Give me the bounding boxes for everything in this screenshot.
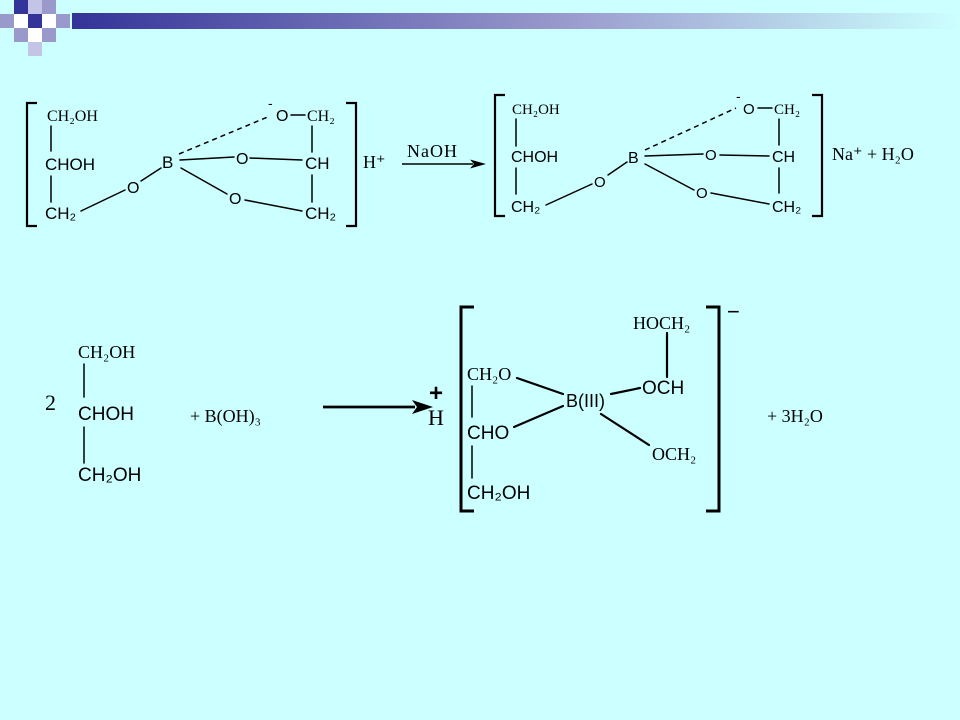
r2-glycerol-c1-label: CH₂OH [78, 342, 135, 362]
r1-product-left-c3-label: CH₂ [511, 199, 540, 216]
r1-reactant-anion-oxygen-label: O [276, 108, 288, 125]
r2-complex-bond-c2-boron [512, 404, 565, 429]
r2-glycerol-c3-label: CH₂OH [78, 465, 141, 486]
r2-complex-right-c2-label: OCH [642, 378, 684, 399]
r2-product: + H CH₂O CHO CH₂OH B(III) HOCH₂ OCH OCH₂… [428, 299, 823, 513]
r1-reactant-left-c1-label: CH₂OH [47, 108, 98, 125]
r1-arrow-head [470, 159, 486, 169]
r1-reactant-bond-oxygen-boron [140, 167, 162, 182]
r1-product-left-c1-label: CH₂OH [512, 102, 560, 118]
r2-complex-left-c3-label: CH₂OH [467, 483, 530, 504]
header-decor-square [14, 0, 28, 14]
r1-product-ring-oxygen-upper-label: O [705, 147, 717, 164]
r1-reactant-right-c2-label: CH [305, 154, 330, 173]
header-decor-square [42, 14, 56, 28]
r1-reactant-bond-boron-oxygen-lower [180, 167, 228, 195]
r1-product-dative-bond [644, 107, 737, 151]
r1-product-bond-oxygen-boron [607, 161, 628, 176]
r2-reactants: 2 CH₂OH CHOH CH₂OH + B(OH)₃ [45, 342, 261, 486]
r1-product-counter-ion-label: Na⁺ + H₂O [832, 144, 914, 164]
header-decor-square [28, 0, 42, 14]
r2-complex-left-c1-label: CH₂O [467, 364, 511, 384]
r1-reactant-ring-oxygen-lower-label: O [229, 191, 241, 208]
r2-complex-right-c1-label: HOCH₂ [633, 313, 690, 333]
r1-reactant-bond-boron-oxygen-upper [179, 156, 235, 161]
header-decoration [0, 0, 960, 56]
r1-reactant-right-bracket [346, 101, 358, 228]
r1-reactant-left-c2-label: CHOH [45, 155, 95, 174]
r2-complex-left-bracket [459, 305, 474, 513]
r2-complex-bond-c1-boron [515, 376, 565, 396]
r1-product-right-c3-label: CH₂ [772, 199, 801, 216]
header-decor-square [0, 14, 14, 28]
r1-product-complex: CH₂OH CHOH CH₂ O B - O CH₂ CH CH₂ O O Na… [493, 88, 914, 218]
r1-product-bond-oxygen-c2 [719, 154, 770, 157]
r2-complex-bond-boron-och [609, 386, 642, 396]
r2-proton-label: H [428, 405, 444, 430]
r1-reactant-bridge-oxygen-label: O [127, 180, 139, 197]
r1-reactant-charge-label: - [268, 95, 273, 111]
r2-reaction-arrow [323, 400, 433, 414]
header-decor-square [42, 0, 56, 14]
header-decor-square [28, 28, 42, 42]
r2-complex-right-c3-label: OCH₂ [652, 444, 696, 464]
r1-product-charge-label: - [736, 88, 741, 104]
r1-product-bond-boron-oxygen-upper [644, 153, 704, 157]
r2-coefficient-label: 2 [45, 390, 56, 415]
r1-reactant-right-c1-label: CH₂ [307, 108, 335, 125]
r1-product-ring-oxygen-lower-label: O [696, 185, 708, 202]
r1-product-anion-oxygen-label: O [743, 101, 755, 118]
r2-reagent-label: + B(OH)₃ [190, 406, 261, 427]
r2-proton-charge-label: + [429, 380, 443, 407]
r1-reaction-arrow: NaOH [402, 141, 486, 169]
r1-product-bridge-oxygen-label: O [594, 174, 606, 191]
header-decor-square [28, 42, 42, 56]
header-decor-square [56, 14, 70, 28]
r2-byproduct-label: + 3H₂O [767, 406, 823, 426]
r1-reactant-left-c3-label: CH₂ [45, 204, 76, 223]
r1-reagent-label: NaOH [407, 141, 458, 161]
r2-complex-boron-label: B(III) [566, 391, 605, 411]
r1-reactant-counter-ion-label: H⁺ [363, 152, 386, 172]
r1-product-boron-label: B [628, 150, 639, 167]
header-decor-square [42, 28, 56, 42]
r1-reactant-right-c3-label: CH₂ [305, 204, 336, 223]
r2-complex-left-c2-label: CHO [467, 423, 509, 444]
r2-glycerol-c2-label: CHOH [78, 404, 134, 425]
r1-product-bond-boron-oxygen-lower [644, 163, 695, 191]
header-decor-square [14, 28, 28, 42]
r2-complex-bond-boron-och2 [599, 412, 651, 447]
r1-reactant-ring-oxygen-upper-label: O [236, 151, 248, 168]
r1-product-right-c2-label: CH [772, 149, 795, 166]
header-decor-square [28, 14, 42, 28]
r1-reactant-dative-bond [178, 115, 271, 155]
r1-reactant-complex: CH₂OH CHOH CH₂ O B - O CH₂ CH CH₂ O O H⁺ [25, 95, 386, 228]
r1-product-left-bracket [493, 93, 505, 218]
r1-product-bond-oxygen-c3 [710, 192, 770, 205]
r1-reactant-left-bracket [25, 101, 37, 228]
r1-reactant-bond-c3-oxygen [80, 189, 126, 212]
r1-product-bond-c3-oxygen [545, 183, 593, 206]
r1-product-right-c1-label: CH₂ [774, 102, 800, 118]
r1-reactant-bond-oxygen-c3 [244, 199, 303, 212]
r2-arrow-head [412, 400, 433, 414]
header-gradient-bar [72, 13, 960, 29]
r2-complex-charge-label: − [727, 299, 740, 324]
r1-product-left-c2-label: CHOH [511, 149, 558, 166]
r1-reactant-boron-label: B [162, 153, 173, 172]
r1-product-right-bracket [812, 93, 824, 218]
r2-complex-right-bracket [706, 305, 721, 513]
header-decor-square [14, 14, 28, 28]
r1-reactant-bond-oxygen-c2 [249, 157, 303, 161]
